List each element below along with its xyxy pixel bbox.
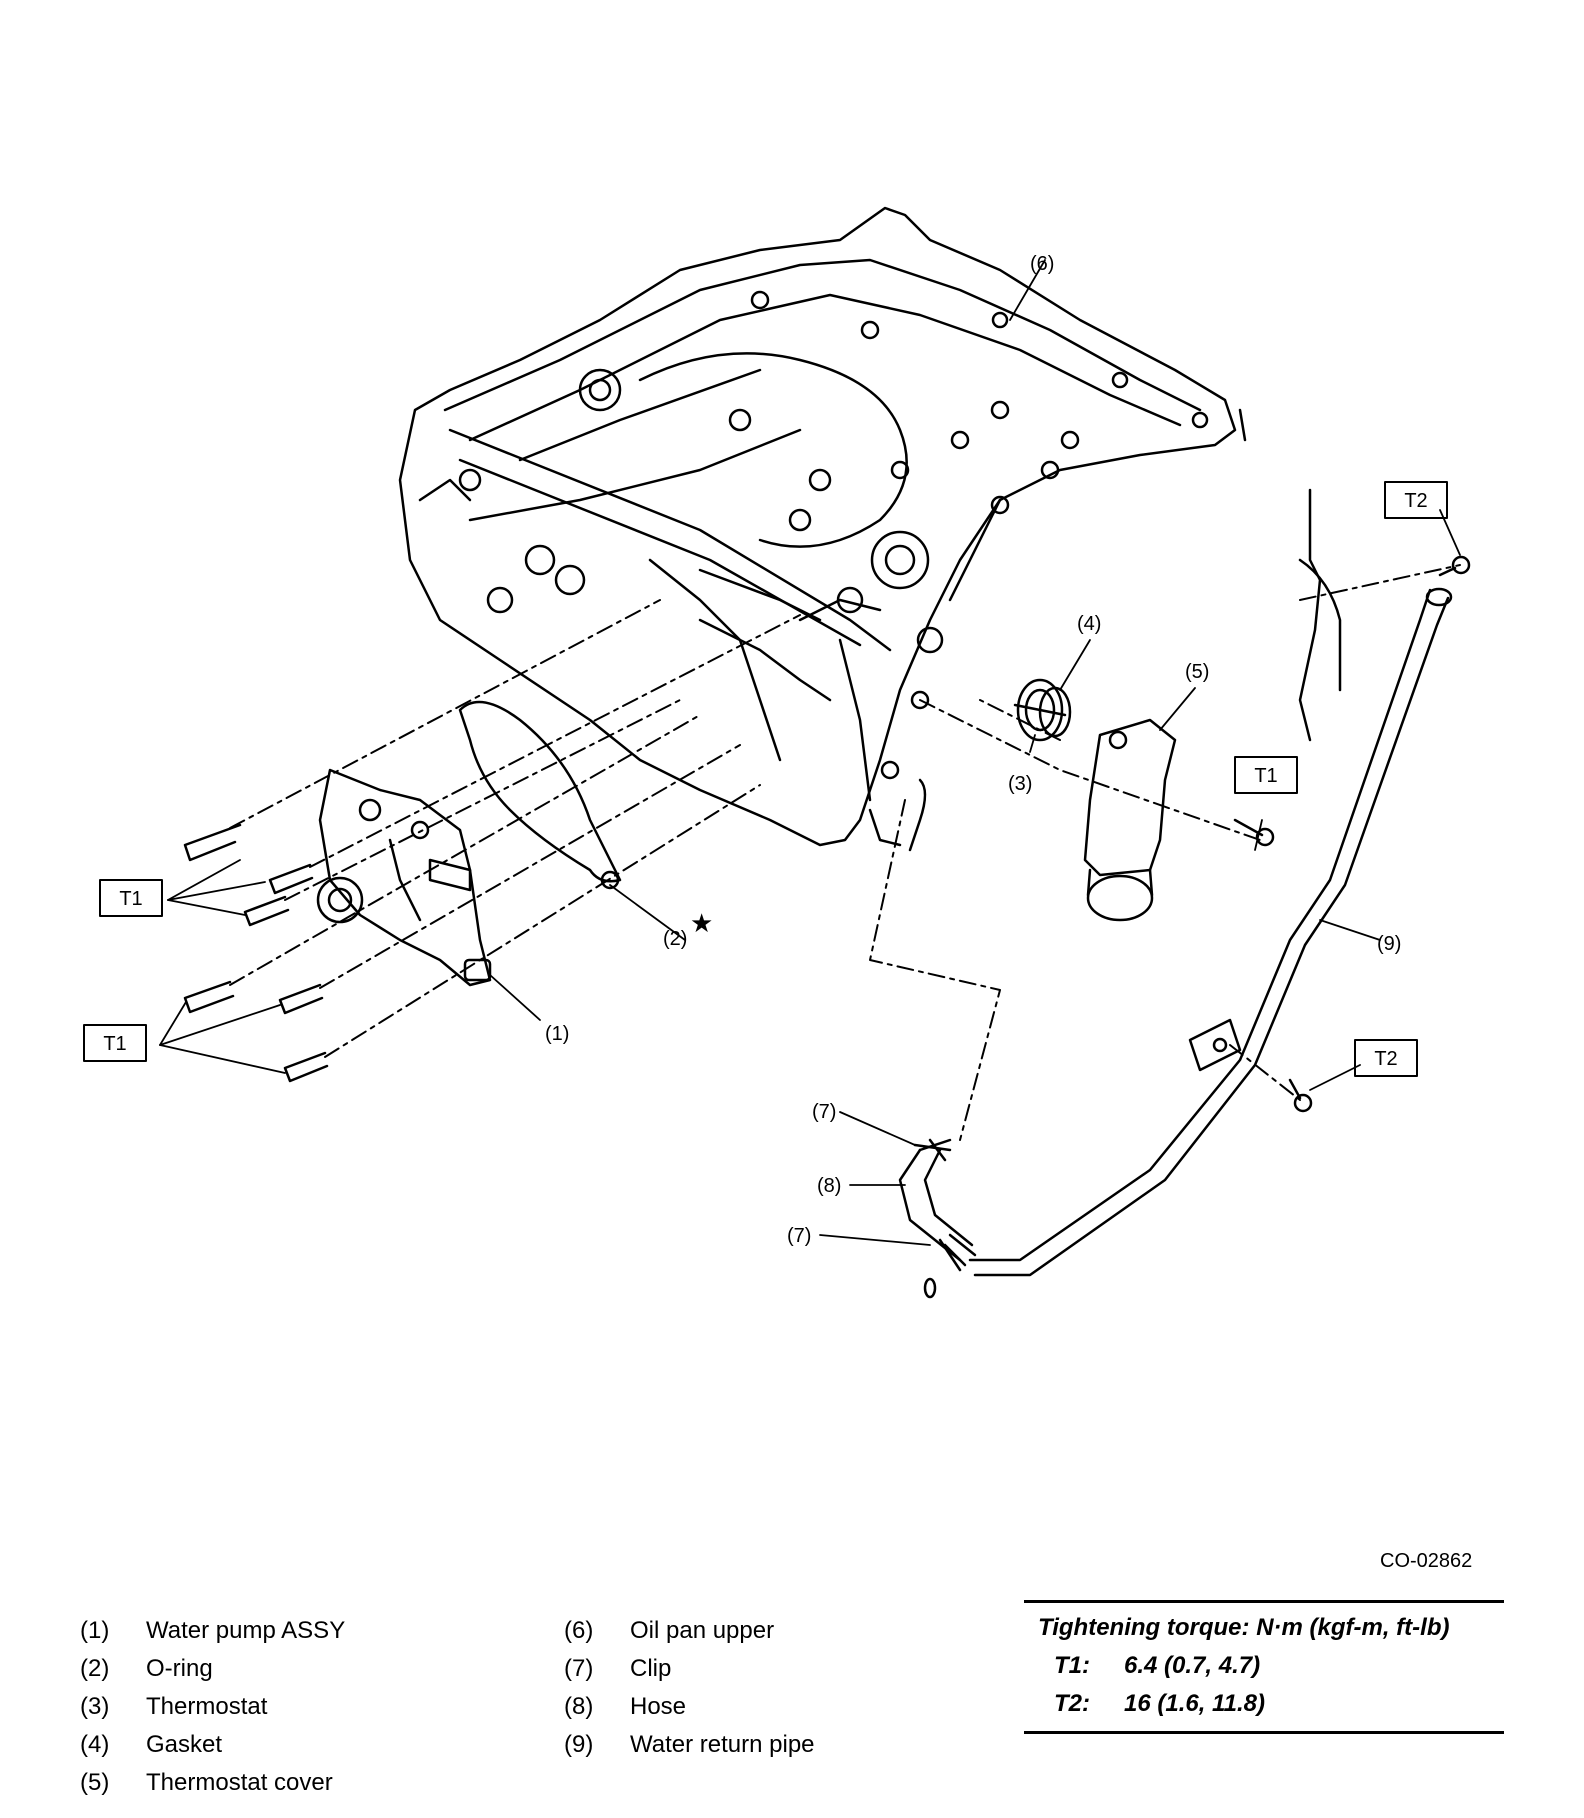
torque-label-t2-lower: T2 xyxy=(1374,1048,1397,1070)
torque-key: T2: xyxy=(1054,1690,1090,1717)
legend-right: (6) Oil pan upper (7) Clip (8) Hose (9) Wate… xyxy=(564,1612,815,1764)
legend-item: (4) Gasket xyxy=(80,1726,345,1764)
torque-label-t2-upper: T2 xyxy=(1404,490,1427,512)
callout-5: (5) xyxy=(1185,661,1209,683)
legend-item: (7) Clip xyxy=(564,1650,815,1688)
legend-name: Thermostat cover xyxy=(146,1769,333,1796)
callout-9: (9) xyxy=(1377,933,1401,955)
torque-box-t1-right-frame xyxy=(1234,756,1298,794)
legend-name: Water pump ASSY xyxy=(146,1617,346,1644)
torque-box-t1-upper-frame xyxy=(99,879,163,917)
callout-7-lower: (7) xyxy=(787,1225,811,1247)
thermostat-cover xyxy=(1083,718,1177,922)
torque-label-t1-upper: T1 xyxy=(119,888,142,910)
legend-item: (2) O-ring xyxy=(80,1650,345,1688)
callout-1: (1) xyxy=(545,1023,569,1045)
legend-item: (8) Hose xyxy=(564,1688,815,1726)
legend-num: (3) xyxy=(80,1693,110,1720)
torque-box-t2-upper-frame xyxy=(1384,481,1448,519)
thermostat-and-gasket xyxy=(1013,678,1072,742)
bolts xyxy=(183,555,1471,1113)
torque-box-t1-lower-frame xyxy=(83,1024,147,1062)
legend-name: Clip xyxy=(630,1655,672,1682)
legend-left: (1) Water pump ASSY (2) O-ring (3) Thermost… xyxy=(80,1612,345,1802)
oil-pan-upper xyxy=(398,206,1247,847)
o-ring xyxy=(458,700,622,883)
legend-item: (6) Oil pan upper xyxy=(564,1612,815,1650)
legend-num: (8) xyxy=(564,1693,594,1720)
hose-with-clips xyxy=(898,778,977,1299)
callout-2: (2) xyxy=(663,928,687,950)
callout-7-upper: (7) xyxy=(812,1101,836,1123)
legend-item: (5) Thermostat cover xyxy=(80,1764,345,1802)
torque-table: Tightening torque: N·m (kgf-m, ft-lb) T1… xyxy=(1024,1600,1504,1734)
legend-name: O-ring xyxy=(146,1655,213,1682)
figure-id: CO-02862 xyxy=(1380,1550,1473,1572)
water-pump-assy xyxy=(316,768,492,987)
torque-row: T1: 6.4 (0.7, 4.7) xyxy=(1024,1647,1504,1685)
torque-key: T1: xyxy=(1054,1652,1090,1679)
torque-box-t2-lower-frame xyxy=(1354,1039,1418,1077)
torque-label-t1-lower: T1 xyxy=(103,1033,126,1055)
legend-num: (1) xyxy=(80,1617,110,1644)
torque-label-t1-right: T1 xyxy=(1254,765,1277,787)
legend-num: (2) xyxy=(80,1655,110,1682)
legend-item: (9) Water return pipe xyxy=(564,1726,815,1764)
leader-lines xyxy=(159,259,1461,1246)
torque-value: 16 (1.6, 11.8) xyxy=(1124,1690,1265,1717)
legend-name: Gasket xyxy=(146,1731,223,1758)
legend-num: (5) xyxy=(80,1769,110,1796)
torque-row: T2: 16 (1.6, 11.8) xyxy=(1024,1685,1504,1723)
legend-name: Hose xyxy=(630,1693,687,1720)
legend-name: Thermostat xyxy=(146,1693,268,1720)
legend-item: (3) Thermostat xyxy=(80,1688,345,1726)
legend-num: (4) xyxy=(80,1731,110,1758)
callout-4: (4) xyxy=(1077,613,1101,635)
star-mark: ★ xyxy=(690,908,713,938)
legend-num: (6) xyxy=(564,1617,594,1644)
callout-8: (8) xyxy=(817,1175,841,1197)
legend-num: (7) xyxy=(564,1655,594,1682)
callout-3: (3) xyxy=(1008,773,1032,795)
water-return-pipe xyxy=(968,488,1453,1277)
torque-heading: Tightening torque: N·m (kgf-m, ft-lb) xyxy=(1038,1614,1450,1641)
legend-name: Water return pipe xyxy=(630,1731,815,1758)
legend-num: (9) xyxy=(564,1731,594,1758)
legend-item: (1) Water pump ASSY xyxy=(80,1612,345,1650)
legend-name: Oil pan upper xyxy=(630,1617,775,1644)
assembly-lines xyxy=(229,564,1461,1141)
torque-value: 6.4 (0.7, 4.7) xyxy=(1124,1652,1261,1679)
callout-6: (6) xyxy=(1030,253,1054,275)
